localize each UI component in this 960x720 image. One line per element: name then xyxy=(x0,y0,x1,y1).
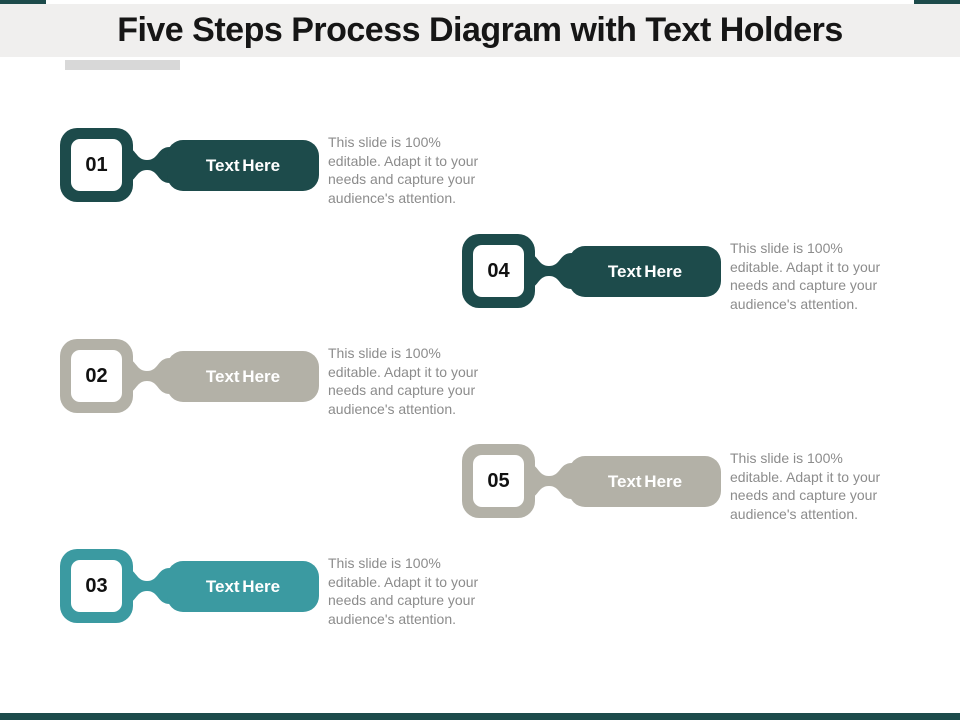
pill-label: Text Here xyxy=(205,155,281,175)
pill-label: Text Here xyxy=(607,261,683,281)
step-description[interactable]: This slide is 100% editable. Adapt it to… xyxy=(328,555,479,627)
step-number: 05 xyxy=(473,455,524,507)
text-holder-pill[interactable]: Text Here xyxy=(167,351,319,402)
step-description[interactable]: This slide is 100% editable. Adapt it to… xyxy=(328,134,479,206)
step-row: 05 Text Here This slide is 100% editable… xyxy=(462,444,932,522)
step-number-badge[interactable]: 01 xyxy=(60,128,133,202)
pill-label: Text Here xyxy=(607,471,683,491)
step-number: 02 xyxy=(71,350,122,402)
step-row: 03 Text Here This slide is 100% editable… xyxy=(60,549,530,627)
accent-bar-bottom xyxy=(0,713,960,720)
step-row: 01 Text Here This slide is 100% editable… xyxy=(60,128,530,206)
connector-icon xyxy=(526,253,572,289)
text-holder-pill[interactable]: Text Here xyxy=(167,561,319,612)
step-number-badge[interactable]: 05 xyxy=(462,444,535,518)
step-number: 04 xyxy=(473,245,524,297)
title-underline-mark xyxy=(65,60,180,70)
connector-icon xyxy=(124,358,170,394)
step-description[interactable]: This slide is 100% editable. Adapt it to… xyxy=(730,240,881,312)
text-holder-pill[interactable]: Text Here xyxy=(569,246,721,297)
step-description[interactable]: This slide is 100% editable. Adapt it to… xyxy=(730,450,881,522)
step-number-badge[interactable]: 04 xyxy=(462,234,535,308)
step-number-badge[interactable]: 02 xyxy=(60,339,133,413)
step-row: 02 Text Here This slide is 100% editable… xyxy=(60,339,530,417)
pill-label: Text Here xyxy=(205,576,281,596)
connector-icon xyxy=(124,147,170,183)
text-holder-pill[interactable]: Text Here xyxy=(569,456,721,507)
step-number-badge[interactable]: 03 xyxy=(60,549,133,623)
step-description[interactable]: This slide is 100% editable. Adapt it to… xyxy=(328,345,479,417)
step-number: 03 xyxy=(71,560,122,612)
connector-icon xyxy=(124,568,170,604)
connector-icon xyxy=(526,463,572,499)
step-number: 01 xyxy=(71,139,122,191)
text-holder-pill[interactable]: Text Here xyxy=(167,140,319,191)
step-row: 04 Text Here This slide is 100% editable… xyxy=(462,234,932,312)
title-band: Five Steps Process Diagram with Text Hol… xyxy=(0,4,960,57)
pill-label: Text Here xyxy=(205,366,281,386)
page-title[interactable]: Five Steps Process Diagram with Text Hol… xyxy=(117,11,843,49)
